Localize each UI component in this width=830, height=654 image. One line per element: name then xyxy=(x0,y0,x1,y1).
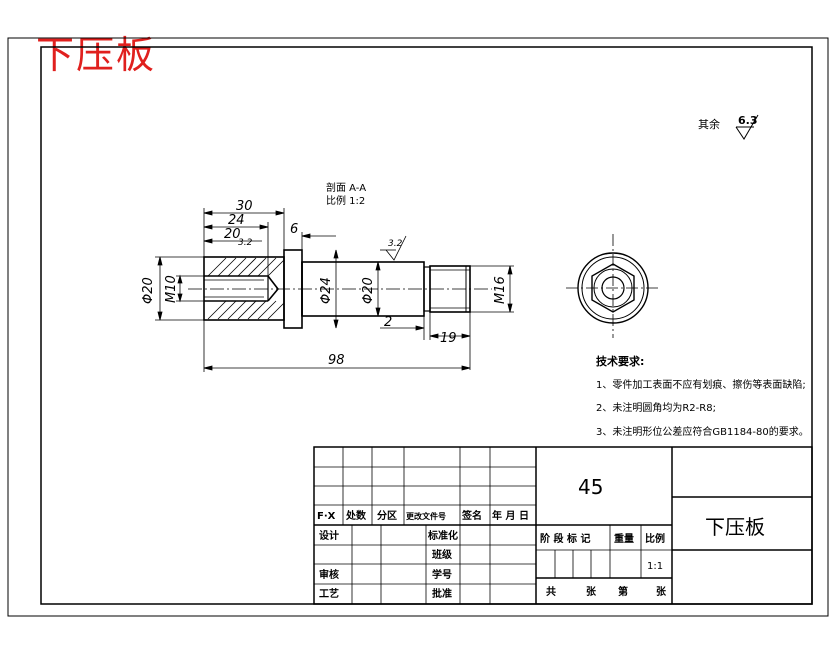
label-student-no: 学号 xyxy=(432,568,452,581)
material-value: 45 xyxy=(578,475,603,499)
watermark-title: 下压板 xyxy=(36,33,157,77)
shaft-end-view xyxy=(566,234,660,338)
dim-phi20-left: Φ20 xyxy=(141,277,156,304)
rev-col-doc: 更改文件号 xyxy=(406,511,446,521)
scale-value: 1:1 xyxy=(647,561,663,572)
dim-m16: M16 xyxy=(493,276,508,304)
technical-notes: 技术要求: 1、零件加工表面不应有划痕、擦伤等表面缺陷; 2、未注明圆角均为R2… xyxy=(596,354,809,438)
rev-col-fx: F·X xyxy=(317,511,336,522)
title-block xyxy=(313,446,813,605)
label-review: 审核 xyxy=(319,568,339,581)
label-class: 班级 xyxy=(432,548,453,561)
label-sheet-no: 第 xyxy=(618,585,628,598)
rev-col-date: 年 月 日 xyxy=(492,509,529,522)
label-sheet-unit2: 张 xyxy=(656,585,667,598)
dim-19: 19 xyxy=(440,331,457,346)
section-title: 剖面 A-A xyxy=(326,181,366,194)
note-1: 1、零件加工表面不应有划痕、擦伤等表面缺陷; xyxy=(596,378,806,391)
dim-3-2-right: 3.2 xyxy=(388,239,403,249)
section-scale: 比例 1:2 xyxy=(326,194,365,207)
label-standardization: 标准化 xyxy=(427,529,458,542)
dim-2: 2 xyxy=(384,315,392,330)
dim-phi20-mid: Φ20 xyxy=(361,277,376,304)
label-process: 工艺 xyxy=(319,587,339,600)
notes-heading: 技术要求: xyxy=(596,354,644,368)
note-2: 2、未注明圆角均为R2-R8; xyxy=(596,401,716,414)
part-name: 下压板 xyxy=(705,515,765,539)
label-weight: 重量 xyxy=(614,532,634,545)
dim-m10: M10 xyxy=(164,275,179,303)
dimension-texts: 30 24 20 3.2 6 3.2 Φ20 M10 Φ24 Φ20 M16 2… xyxy=(141,199,508,368)
rev-col-sign: 签名 xyxy=(461,509,482,522)
note-3: 3、未注明形位公差应符合GB1184-80的要求。 xyxy=(596,425,809,438)
label-sheets: 共 xyxy=(546,585,556,598)
dim-phi24: Φ24 xyxy=(319,277,334,304)
dimension-lines xyxy=(155,208,514,372)
shaft-main-view xyxy=(188,249,492,329)
title-block-text: 45 下压板 F·X 处数 分区 更改文件号 签名 年 月 日 设计 标准化 班… xyxy=(317,475,765,600)
dim-20: 20 xyxy=(224,227,241,242)
roughness-label: 其余 xyxy=(698,117,720,131)
dim-6: 6 xyxy=(290,222,298,237)
dim-24: 24 xyxy=(228,213,245,228)
outer-frame xyxy=(7,37,829,617)
label-scale: 比例 xyxy=(645,532,665,545)
rev-col-zone: 分区 xyxy=(377,509,397,522)
roughness-note: 其余 6.3 xyxy=(698,114,759,140)
label-design: 设计 xyxy=(319,529,339,542)
dim-98: 98 xyxy=(328,353,345,368)
section-hatch-bottom xyxy=(207,300,285,320)
rev-col-count: 处数 xyxy=(345,509,367,522)
dim-30: 30 xyxy=(236,199,253,214)
dim-3-2-left: 3.2 xyxy=(238,238,253,248)
section-hatch-top xyxy=(207,257,285,277)
label-stage-mark: 阶 段 标 记 xyxy=(540,532,590,545)
label-approve: 批准 xyxy=(432,587,452,600)
label-sheets-unit: 张 xyxy=(586,585,597,598)
